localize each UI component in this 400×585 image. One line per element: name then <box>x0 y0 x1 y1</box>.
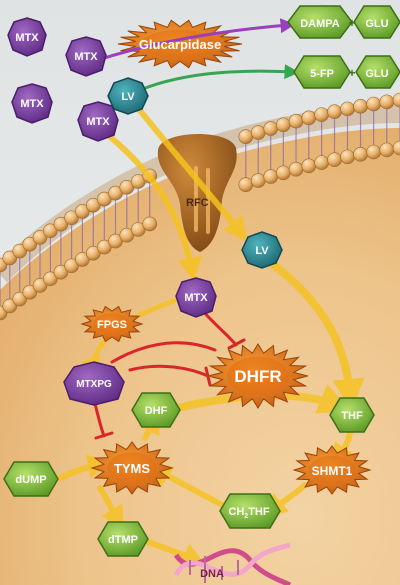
mtx-molecule-top: MTX <box>65 36 107 77</box>
dump-label: dUMP <box>15 474 46 486</box>
lv-molecule-inside: LV <box>241 231 283 269</box>
ch2thf-label: CH2THF <box>228 506 269 520</box>
dhfr-enzyme <box>207 343 309 409</box>
dtmp-label: dTMP <box>108 534 138 546</box>
shmt1-enzyme <box>292 445 372 495</box>
glu-metabolite-1: GLU <box>353 5 400 39</box>
glu-label: GLU <box>365 68 388 80</box>
rfc-transporter: RFC <box>157 133 237 252</box>
cell-membrane <box>0 92 400 321</box>
plus-sign: + <box>348 16 355 30</box>
glu-metabolite-2: GLU <box>355 55 400 89</box>
ch2thf-metabolite: CH2THF <box>219 493 281 529</box>
plus-sign: + <box>348 66 355 80</box>
dna-helix <box>173 542 292 585</box>
glu-label: GLU <box>365 18 388 30</box>
dhf-label: DHF <box>145 405 168 417</box>
mtx-label: MTX <box>184 292 208 304</box>
mtx-molecule-top-left: MTX <box>7 17 47 57</box>
rfc-label: RFC <box>186 197 209 209</box>
mtx-label: MTX <box>20 98 44 110</box>
lv-molecule-outside: LV <box>107 77 149 115</box>
dtmp-metabolite: dTMP <box>97 521 149 557</box>
mtx-label: MTX <box>86 116 110 128</box>
mtx-molecule-intracellular: MTX <box>175 277 217 318</box>
glucarpidase-label: Glucarpidase <box>139 37 221 52</box>
dhfr-label: DHFR <box>234 367 281 386</box>
dhf-metabolite: DHF <box>131 392 181 428</box>
mtxpg-molecule: MTXPG <box>63 361 125 406</box>
dampa-metabolite: DAMPA <box>287 5 353 39</box>
shmt1-label: SHMT1 <box>312 464 353 478</box>
mtx-molecule-entering: MTX <box>77 101 119 142</box>
lv-label: LV <box>121 91 135 103</box>
mtx-label: MTX <box>74 51 98 63</box>
fp-label: 5-FP <box>310 68 334 80</box>
tyms-enzyme <box>90 441 174 495</box>
thf-label: THF <box>341 410 363 422</box>
fpgs-enzyme <box>80 305 144 343</box>
fp-metabolite: 5-FP <box>293 55 351 89</box>
mtx-label: MTX <box>15 32 39 44</box>
mtxpg-label: MTXPG <box>76 379 112 390</box>
thf-metabolite: THF <box>329 397 375 433</box>
pathway-nodes: MTX MTX MTX MTX MTX MTXPG LV LV <box>3 5 400 580</box>
dna-label: DNA <box>200 568 224 580</box>
dampa-label: DAMPA <box>300 18 340 30</box>
tyms-label: TYMS <box>114 461 150 476</box>
fpgs-label: FPGS <box>97 319 127 331</box>
dump-metabolite: dUMP <box>3 461 59 497</box>
mtx-molecule-left: MTX <box>11 83 53 124</box>
lv-label: LV <box>255 245 269 257</box>
